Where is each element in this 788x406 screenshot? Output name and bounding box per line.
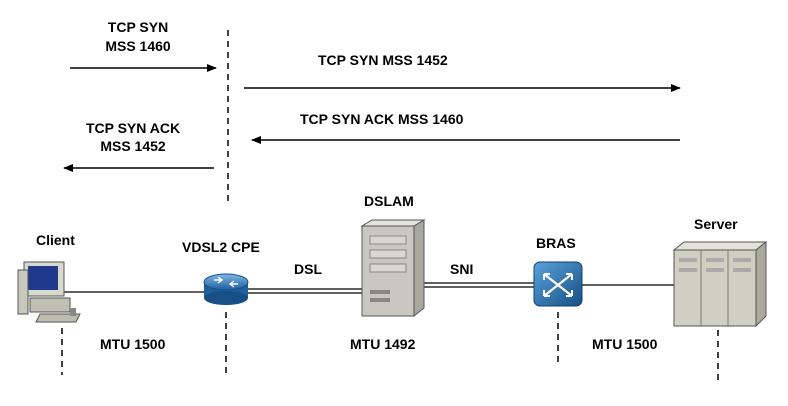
sni-link-label: SNI — [450, 261, 474, 277]
server-rack-icon — [672, 240, 768, 328]
dslam-tower-icon — [360, 219, 426, 318]
syn-mss-1452-label: TCP SYN MSS 1452 — [318, 52, 448, 68]
synack-mss-1460-label: TCP SYN ACK MSS 1460 — [300, 111, 464, 127]
cpe-router-icon — [203, 273, 249, 305]
synack-label-line2: MSS 1452 — [100, 138, 166, 154]
syn-label-line2: MSS 1460 — [105, 38, 171, 54]
dsl-link-label: DSL — [294, 261, 322, 277]
sni-link — [424, 282, 534, 288]
bras-switch-icon — [533, 261, 583, 307]
client-computer-icon — [17, 261, 81, 323]
client-mtu-label: MTU 1500 — [100, 336, 166, 352]
client-label: Client — [36, 232, 75, 248]
server-mtu-label: MTU 1500 — [592, 336, 658, 352]
dslam-mtu-label: MTU 1492 — [350, 336, 416, 352]
dslam-label: DSLAM — [364, 193, 414, 209]
cpe-label: VDSL2 CPE — [182, 239, 260, 255]
syn-label-line1: TCP SYN — [107, 19, 169, 35]
bras-label: BRAS — [536, 235, 576, 251]
dsl-link — [248, 288, 362, 294]
server-label: Server — [694, 216, 738, 232]
synack-label-line1: TCP SYN ACK — [85, 120, 181, 136]
